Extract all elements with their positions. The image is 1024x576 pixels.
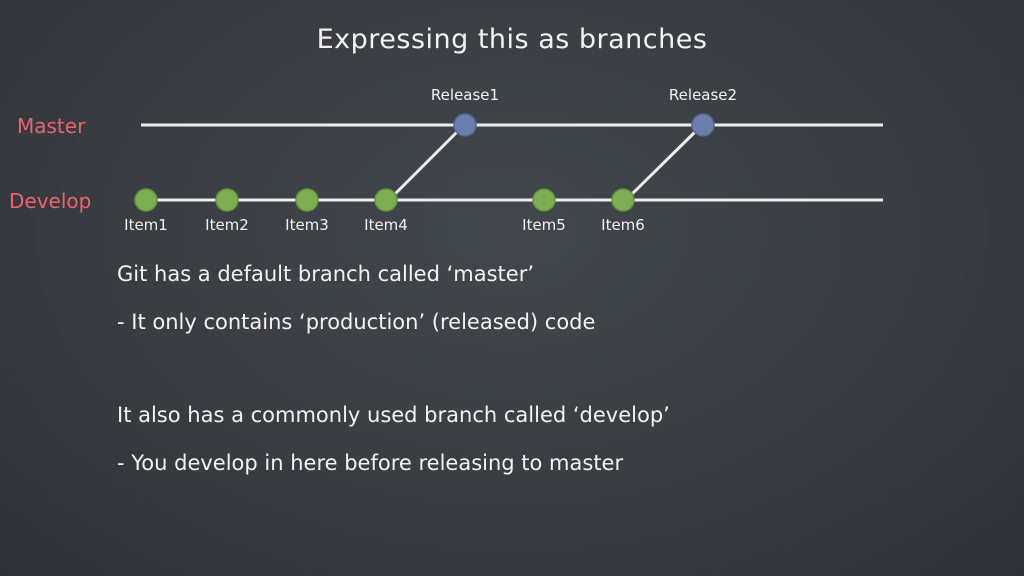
item5-node: [532, 188, 556, 212]
slide-title: Expressing this as branches: [316, 24, 708, 55]
release2-label: Release2: [669, 86, 737, 104]
item6-node: [611, 188, 635, 212]
merge-line-release1: [393, 129, 460, 196]
body-text-line-3: It also has a commonly used branch calle…: [117, 403, 670, 427]
release1-label: Release1: [431, 86, 499, 104]
item4-label: Item4: [364, 216, 408, 234]
item3-label: Item3: [285, 216, 329, 234]
body-text-line-1: Git has a default branch called ‘master’: [117, 262, 535, 286]
item2-node: [215, 188, 239, 212]
branch-diagram: Master Develop Release1 Release2 Item1 I…: [9, 86, 883, 234]
body-text-line-4: - You develop in here before releasing t…: [117, 451, 624, 475]
release1-node: [453, 113, 477, 137]
body-text-line-2: - It only contains ‘production’ (release…: [117, 310, 596, 334]
item5-label: Item5: [522, 216, 566, 234]
item1-label: Item1: [124, 216, 168, 234]
item1-node: [134, 188, 158, 212]
master-branch-label: Master: [17, 114, 86, 138]
item4-node: [374, 188, 398, 212]
item2-label: Item2: [205, 216, 249, 234]
item6-label: Item6: [601, 216, 645, 234]
release2-node: [691, 113, 715, 137]
item3-node: [295, 188, 319, 212]
develop-branch-label: Develop: [9, 189, 91, 213]
merge-line-release2: [630, 129, 698, 196]
